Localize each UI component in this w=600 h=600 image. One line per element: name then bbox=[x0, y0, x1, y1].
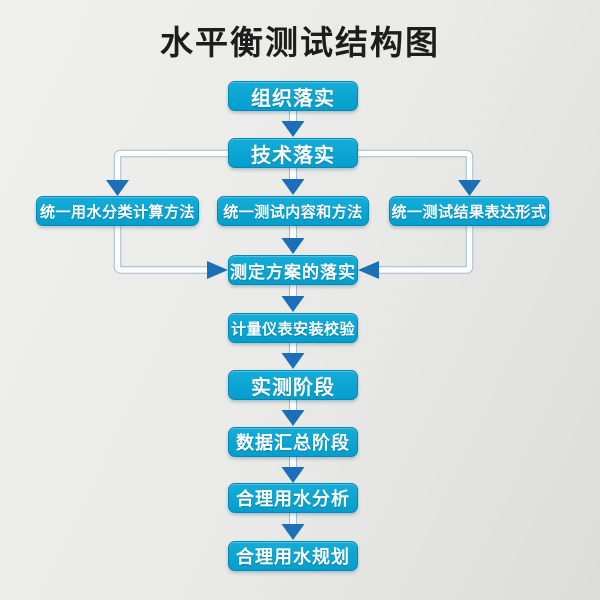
node-unified-test-content-method: 统一测试内容和方法 bbox=[217, 196, 369, 226]
node-rational-water-use-analysis: 合理用水分析 bbox=[228, 483, 358, 513]
branch-left-connector bbox=[106, 149, 228, 196]
down-arrow-8 bbox=[281, 512, 305, 540]
branch-right-connector bbox=[358, 149, 481, 196]
node-actual-measurement-phase: 实测阶段 bbox=[228, 370, 358, 400]
down-arrow-2 bbox=[281, 167, 305, 195]
converge-right-connector bbox=[358, 226, 474, 279]
down-arrow-6 bbox=[281, 399, 305, 426]
node-organization-implementation: 组织落实 bbox=[228, 81, 358, 111]
down-arrow-5 bbox=[281, 342, 305, 369]
node-unified-result-expression: 统一测试结果表达形式 bbox=[389, 196, 549, 226]
page-title: 水平衡测试结构图 bbox=[160, 24, 440, 61]
node-meter-installation-calibration: 计量仪表安装校验 bbox=[228, 313, 358, 343]
node-unified-water-classification-method: 统一用水分类计算方法 bbox=[36, 196, 199, 226]
node-rational-water-use-planning: 合理用水规划 bbox=[228, 541, 358, 571]
down-arrow-4 bbox=[281, 284, 305, 312]
down-arrow-3 bbox=[281, 225, 305, 254]
down-arrow-1 bbox=[281, 110, 305, 137]
node-data-summary-phase: 数据汇总阶段 bbox=[228, 427, 358, 457]
down-arrow-7 bbox=[281, 456, 305, 483]
node-technical-implementation: 技术落实 bbox=[228, 138, 358, 168]
node-measurement-plan-implementation: 测定方案的落实 bbox=[228, 255, 358, 285]
converge-left-connector bbox=[113, 226, 228, 279]
